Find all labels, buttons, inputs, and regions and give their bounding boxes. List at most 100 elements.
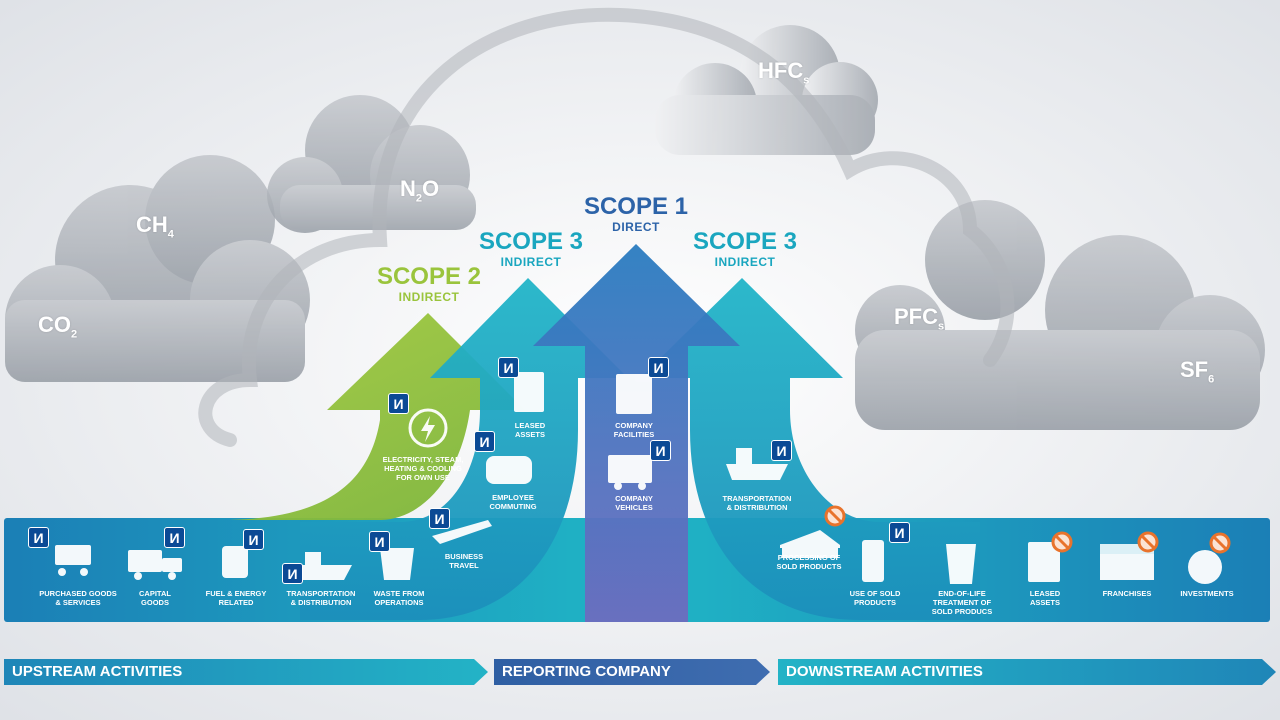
- scope1-heading: SCOPE 1 DIRECT: [576, 193, 696, 234]
- cloud-right: [855, 200, 1265, 430]
- gas-pfcs-sub: s: [938, 320, 945, 333]
- label-line: VEHICLES: [615, 503, 653, 512]
- label-line: RELATED: [218, 598, 254, 607]
- gas-hfcs-main: HFC: [758, 58, 804, 83]
- ship-icon: [294, 565, 352, 580]
- scope2-subtitle: INDIRECT: [398, 290, 460, 304]
- label-line: PROCESSING OF: [777, 553, 841, 562]
- label-line: ELECTRICITY, STEAM,: [382, 455, 464, 464]
- label-line: FUEL & ENERGY: [205, 589, 267, 598]
- label-business-travel: BUSINESS TRAVEL: [434, 552, 494, 570]
- label-waste: WASTE FROM OPERATIONS: [364, 589, 434, 607]
- label-line: TRANSPORTATION: [286, 589, 356, 598]
- label-leased-assets-upstream: LEASED ASSETS: [502, 421, 558, 439]
- label-transport-downstream: TRANSPORTATION & DISTRIBUTION: [714, 494, 800, 512]
- label-leased-assets-downstream: LEASED ASSETS: [1016, 589, 1074, 607]
- gas-co2-main: CO: [38, 312, 71, 337]
- label-line: COMMUTING: [489, 502, 537, 511]
- scope3-left-title: SCOPE 3: [478, 228, 584, 255]
- dump-truck-icon: [128, 550, 162, 572]
- gas-ch4-main: CH: [136, 212, 168, 237]
- label-fuel-energy: FUEL & ENERGY RELATED: [198, 589, 274, 607]
- truck-icon: [608, 455, 652, 483]
- scope2-heading: SCOPE 2 INDIRECT: [370, 265, 488, 304]
- label-line: & SERVICES: [55, 598, 101, 607]
- waste-bin-icon: [380, 548, 414, 580]
- label-line: CAPITAL: [139, 589, 171, 598]
- marker-badge: И: [243, 529, 264, 550]
- label-line: ASSETS: [1029, 598, 1060, 607]
- icon-glyphs: [55, 372, 1222, 584]
- electricity-icon: [408, 408, 448, 448]
- label-line: OPERATIONS: [374, 598, 424, 607]
- label-line: FOR OWN USE: [396, 473, 450, 482]
- facilities-icon: [616, 374, 652, 414]
- scope3-left-heading: SCOPE 3 INDIRECT: [472, 228, 590, 269]
- label-franchises: FRANCHISES: [1092, 589, 1162, 598]
- prohibited-icon: [1051, 531, 1073, 553]
- label-line: GOODS: [141, 598, 169, 607]
- label-line: COMPANY: [615, 494, 653, 503]
- label-line: & DISTRIBUTION: [290, 598, 352, 607]
- prohibited-icon: [1137, 531, 1159, 553]
- label-line: FACILITIES: [613, 430, 655, 439]
- gas-hfcs-sub: s: [803, 74, 810, 87]
- money-bag-icon: [1188, 550, 1222, 584]
- label-investments: INVESTMENTS: [1172, 589, 1242, 598]
- device-icon: [862, 540, 884, 582]
- marker-badge: И: [889, 522, 910, 543]
- store-icon: [1100, 552, 1154, 580]
- scope1-subtitle: DIRECT: [612, 220, 660, 234]
- train-icon: [486, 456, 532, 484]
- marker-badge: И: [282, 563, 303, 584]
- scope3-right-heading: SCOPE 3 INDIRECT: [686, 228, 804, 269]
- gas-co2: CO2: [38, 312, 77, 340]
- fuel-can-icon: [222, 546, 248, 578]
- recycle-bin-icon: [946, 544, 976, 584]
- gas-n2o-post: O: [422, 176, 440, 201]
- label-purchased-goods: PURCHASED GOODS & SERVICES: [30, 589, 126, 607]
- gas-n2o-sub: 2: [415, 192, 423, 205]
- label-electricity: ELECTRICITY, STEAM, HEATING & COOLING FO…: [376, 455, 470, 482]
- cloud-outline-loop: [198, 7, 1015, 447]
- label-line: END-OF-LIFE: [938, 589, 986, 598]
- label-employee-commuting: EMPLOYEE COMMUTING: [480, 493, 546, 511]
- gas-sf6-main: SF: [1180, 357, 1209, 382]
- label-line: SOLD PRODUCS: [931, 607, 993, 616]
- gas-pfcs: PFCs: [894, 304, 944, 332]
- scope3-left-subtitle: INDIRECT: [500, 255, 562, 269]
- cart-icon: [55, 545, 91, 565]
- gas-sf6: SF6: [1180, 357, 1214, 385]
- gas-n2o: N2O: [400, 176, 439, 204]
- label-line: ASSETS: [514, 430, 545, 439]
- label-line: WASTE FROM: [373, 589, 425, 598]
- downstream-activities-band: DOWNSTREAM ACTIVITIES: [778, 659, 1276, 685]
- label-line: LEASED: [514, 421, 546, 430]
- building-icon: [514, 372, 544, 412]
- label-line: EMPLOYEE: [492, 493, 534, 502]
- label-use-of-sold-products: USE OF SOLD PRODUCTS: [842, 589, 908, 607]
- gas-pfcs-main: PFC: [894, 304, 938, 329]
- scope2-arrow: [100, 313, 525, 520]
- marker-badge: И: [474, 431, 495, 452]
- label-line: PRODUCTS: [853, 598, 897, 607]
- label-company-vehicles: COMPANY VEHICLES: [602, 494, 666, 512]
- building-down-icon: [1028, 542, 1060, 582]
- scope1-title: SCOPE 1: [583, 193, 689, 220]
- label-capital-goods: CAPITAL GOODS: [122, 589, 188, 607]
- scope1-arrow: [533, 244, 740, 622]
- label-line: COMPANY: [615, 421, 653, 430]
- label-line: TREATMENT OF: [932, 598, 992, 607]
- scope3-right-title: SCOPE 3: [692, 228, 798, 255]
- label-company-facilities: COMPANY FACILITIES: [602, 421, 666, 439]
- gas-sf6-sub: 6: [1208, 373, 1215, 386]
- marker-badge: И: [369, 531, 390, 552]
- marker-badge: И: [650, 440, 671, 461]
- label-line: TRAVEL: [449, 561, 479, 570]
- marker-badge: И: [164, 527, 185, 548]
- gas-ch4-sub: 4: [167, 228, 174, 241]
- plane-icon: [432, 520, 492, 544]
- cloud-left: [5, 155, 310, 382]
- label-line: INVESTMENTS: [1180, 589, 1234, 598]
